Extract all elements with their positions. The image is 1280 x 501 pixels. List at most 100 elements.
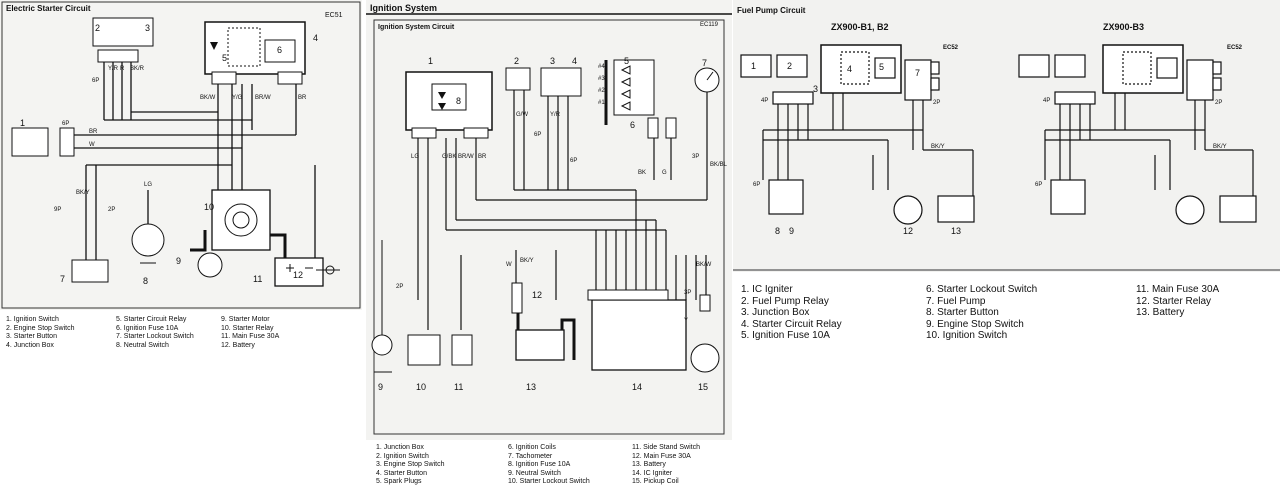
component-label-13: 13 xyxy=(951,226,962,236)
component-label-7: 7 xyxy=(702,58,708,68)
component-label-3: 3 xyxy=(145,23,151,33)
diagram-title: Ignition System Circuit xyxy=(378,24,455,31)
variant-b-label: ZX900-B3 xyxy=(1103,22,1145,32)
component-label-15: 15 xyxy=(698,382,709,392)
legend-item: 9. Starter Motor xyxy=(221,316,270,323)
variant-a-label: ZX900-B1, B2 xyxy=(831,22,889,32)
section-header: Ignition System xyxy=(370,3,438,13)
diagram-title: Fuel Pump Circuit xyxy=(737,6,806,15)
component-label-6: 6 xyxy=(630,120,636,130)
wire-y-g: Y/G xyxy=(232,95,243,101)
connector-6p-b: 6P xyxy=(570,158,578,164)
wire-bk-r: BK/R xyxy=(130,66,145,72)
component-label-1: 1 xyxy=(428,56,434,66)
legend-item: 2. Engine Stop Switch xyxy=(6,324,75,332)
connector-4p: 4P xyxy=(761,98,769,104)
wire-lg: LG xyxy=(144,182,153,188)
legend-item: 10. Starter Lockout Switch xyxy=(508,478,590,486)
wire-bk-y: BK/Y xyxy=(520,258,534,264)
legend-col-3: 11. Side Stand Switch 12. Main Fuse 30A … xyxy=(632,444,700,487)
wire-r: R xyxy=(120,66,125,72)
wire-br-w: BR/W xyxy=(255,95,271,101)
component-label-6: 6 xyxy=(277,45,283,55)
legend-col-3: 11. Main Fuse 30A 12. Starter Relay 13. … xyxy=(1136,284,1219,319)
connector-2p: 2P xyxy=(108,207,116,213)
legend-item: 7. Starter Lockout Switch xyxy=(116,333,194,341)
connector-6p-a: 6P xyxy=(534,132,542,138)
legend-item: 3. Junction Box xyxy=(741,307,810,318)
wire-w: W xyxy=(89,142,95,148)
figure-code-a: EC52 xyxy=(943,45,959,51)
electric-starter-panel: Electric Starter Circuit EC51 2 3 4 5 6 … xyxy=(0,0,362,501)
legend-item: 3. Starter Button xyxy=(6,333,57,341)
component-label-11: 11 xyxy=(454,382,464,392)
wire-bk-y-b: BK/Y xyxy=(1213,144,1227,150)
wire-bk-bl: BK/BL xyxy=(710,162,728,168)
legend-item: 6. Starter Lockout Switch xyxy=(926,284,1038,295)
component-label-9: 9 xyxy=(378,382,384,392)
legend: 1. Ignition Switch 2. Engine Stop Switch… xyxy=(6,316,356,356)
component-label-2: 2 xyxy=(787,61,793,71)
legend-item: 7. Tachometer xyxy=(508,452,553,460)
component-label-3: 3 xyxy=(813,84,819,94)
fuel-pump-panel: Fuel Pump Circuit ZX900-B1, B2 ZX900-B3 … xyxy=(733,0,1280,501)
component-label-2: 2 xyxy=(514,56,520,66)
component-label-9: 9 xyxy=(789,226,795,236)
legend-item: 11. Side Stand Switch xyxy=(632,444,700,451)
legend-item: 12. Battery xyxy=(221,341,255,349)
legend-item: 11. Main Fuse 30A xyxy=(221,333,280,341)
legend-item: 13. Battery xyxy=(632,461,666,469)
wire-y: Y xyxy=(684,318,689,324)
legend-item: 12. Starter Relay xyxy=(1136,295,1212,307)
legend-col-2: 5. Starter Circuit Relay 6. Ignition Fus… xyxy=(116,316,194,350)
legend-item: 9. Engine Stop Switch xyxy=(926,318,1024,330)
legend-item: 6. Ignition Fuse 10A xyxy=(116,324,179,332)
component-label-5: 5 xyxy=(624,56,630,66)
component-label-5: 5 xyxy=(879,62,885,72)
legend-item: 5. Ignition Fuse 10A xyxy=(741,330,830,341)
connector-2p: 2P xyxy=(933,100,941,106)
component-label-8: 8 xyxy=(775,226,781,236)
wire-bk: BK xyxy=(638,170,647,176)
wire-lg: LG xyxy=(411,154,420,160)
component-label-1: 1 xyxy=(20,118,26,128)
wire-bk-w: BK/W xyxy=(696,262,712,268)
component-label-10: 10 xyxy=(204,202,215,212)
component-label-8: 8 xyxy=(143,276,149,286)
legend-item: 4. Starter Circuit Relay xyxy=(741,318,842,330)
legend-item: 2. Ignition Switch xyxy=(376,452,429,460)
component-label-12: 12 xyxy=(293,270,304,280)
wire-g: G xyxy=(662,170,667,176)
wire-bk-y: BK/Y xyxy=(931,144,945,150)
ignition-system-panel: Ignition System Ignition System Circuit … xyxy=(366,0,732,501)
legend-item: 6. Ignition Coils xyxy=(508,444,556,451)
cyl-label-2: #2 xyxy=(598,88,605,94)
component-label-13: 13 xyxy=(526,382,537,392)
wire-br: BR xyxy=(478,154,487,160)
legend-item: 1. Ignition Switch xyxy=(6,316,59,323)
legend-item: 12. Main Fuse 30A xyxy=(632,452,691,460)
component-label-7: 7 xyxy=(915,68,921,78)
wire-bk-y: BK/Y xyxy=(76,190,90,196)
legend-item: 11. Main Fuse 30A xyxy=(1136,284,1220,295)
legend-item: 1. Junction Box xyxy=(376,444,424,451)
wire-br-2: BR xyxy=(89,129,98,135)
connector-6p: 6P xyxy=(753,182,761,188)
legend-item: 8. Starter Button xyxy=(926,307,999,318)
component-label-7: 7 xyxy=(60,274,66,284)
legend-col-1: 1. Ignition Switch 2. Engine Stop Switch… xyxy=(6,316,75,350)
legend: 1. IC Igniter 2. Fuel Pump Relay 3. Junc… xyxy=(741,284,1276,354)
legend-item: 4. Starter Button xyxy=(376,469,427,477)
component-label-11: 11 xyxy=(253,274,263,284)
legend-item: 5. Starter Circuit Relay xyxy=(116,316,187,323)
legend-col-1: 1. IC Igniter 2. Fuel Pump Relay 3. Junc… xyxy=(741,284,842,342)
fuel-pump-circuit-diagram xyxy=(733,0,1280,272)
legend-item: 3. Engine Stop Switch xyxy=(376,461,445,469)
diagram-title: Electric Starter Circuit xyxy=(6,4,91,13)
connector-6p-side: 6P xyxy=(62,121,70,127)
wire-br: BR xyxy=(298,95,307,101)
starter-circuit-diagram xyxy=(0,0,362,310)
figure-code-b: EC52 xyxy=(1227,45,1243,51)
legend-item: 5. Spark Plugs xyxy=(376,478,422,486)
cyl-label-4: #4 xyxy=(598,64,605,70)
